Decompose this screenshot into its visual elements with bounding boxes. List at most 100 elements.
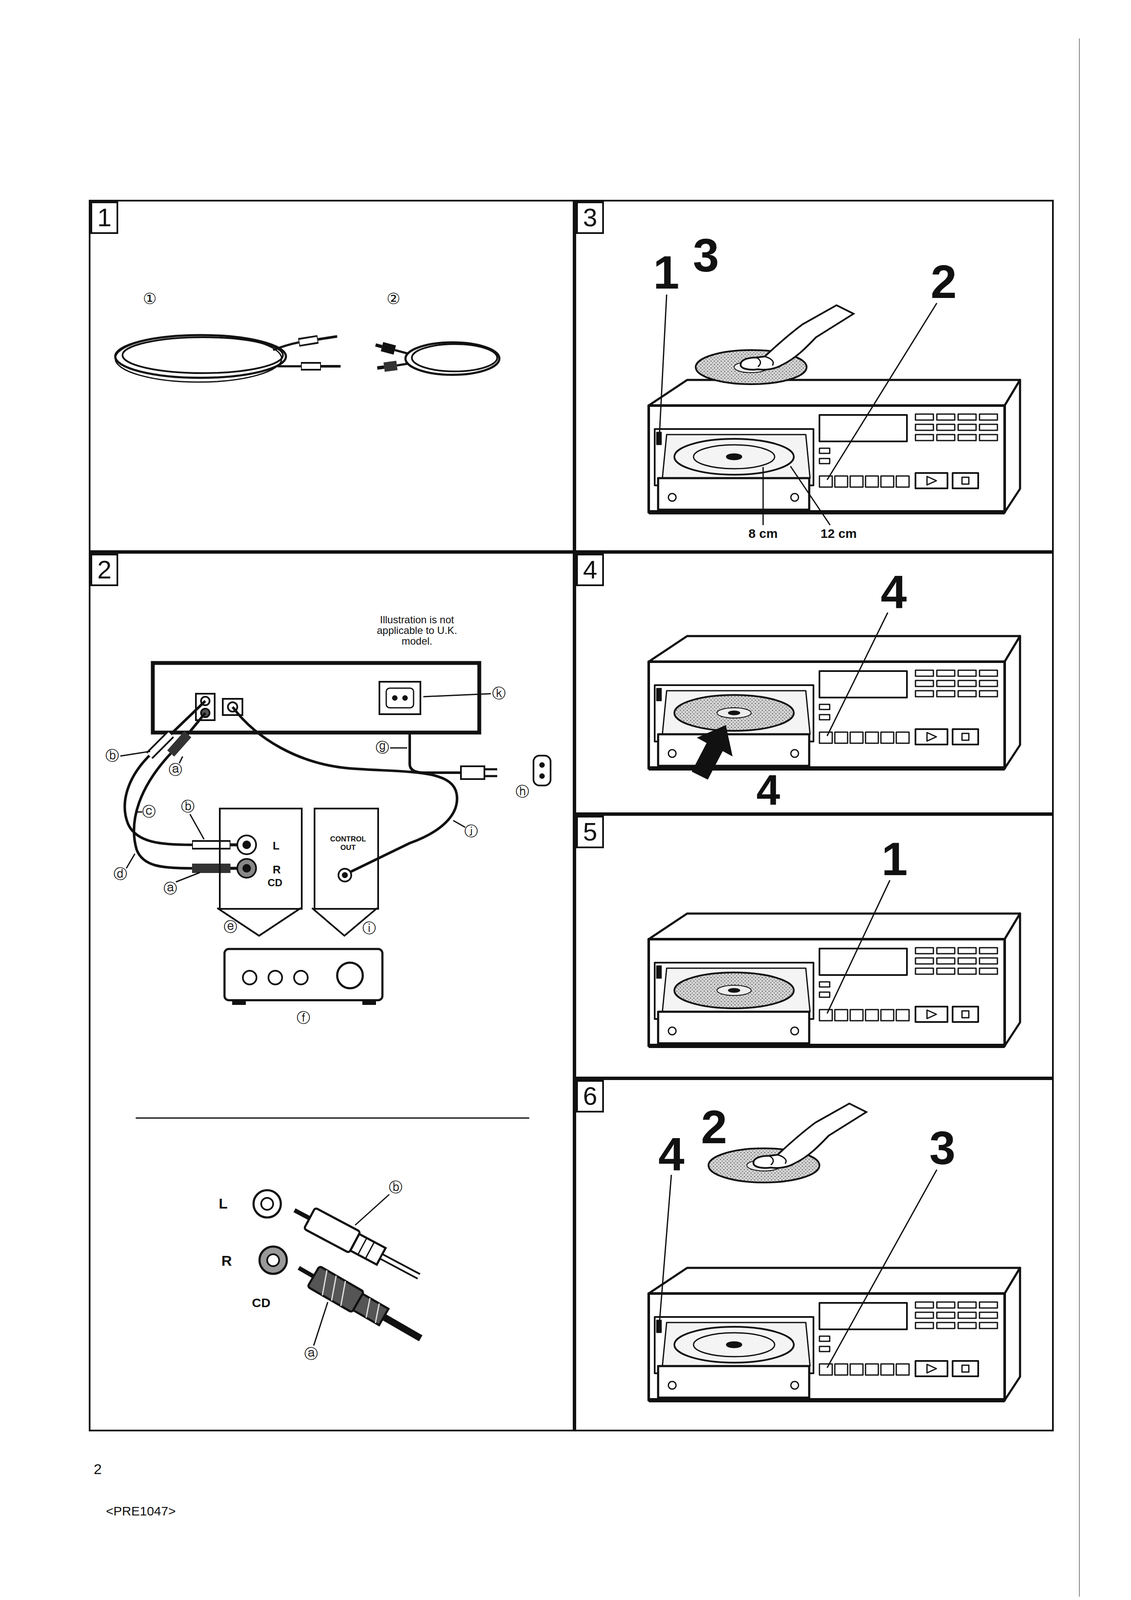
panel-number: 3 xyxy=(576,201,604,234)
step-panel: 4 xyxy=(574,551,1054,814)
connection-illustration xyxy=(232,706,458,872)
connection-illustration xyxy=(152,662,480,733)
cable-illustration xyxy=(301,363,321,369)
cable-illustration xyxy=(300,361,321,371)
step-panel: 2LRCDCONTROL OUT xyxy=(88,551,575,1432)
connection-illustration xyxy=(539,773,545,779)
open-tray-illustration xyxy=(648,913,1021,1046)
load-disc-illustration xyxy=(648,379,1021,513)
connection-illustration xyxy=(120,662,551,1349)
connection-illustration xyxy=(267,1253,280,1266)
dimension-label: 12 cm xyxy=(820,526,857,541)
connection-illustration xyxy=(120,751,151,756)
connection-illustration xyxy=(253,1189,281,1218)
part-letter: ⓑ xyxy=(105,748,120,764)
jack-label: CD xyxy=(267,877,283,888)
connection-illustration xyxy=(259,1246,287,1274)
panel-number: 2 xyxy=(90,553,119,586)
load-disc-illustration xyxy=(740,305,854,370)
connection-illustration xyxy=(170,700,206,735)
part-letter: ⓖ xyxy=(375,740,390,755)
connection-illustration xyxy=(379,681,421,715)
cable-illustration xyxy=(273,342,299,350)
connection-illustration xyxy=(338,868,352,882)
open-tray-illustration xyxy=(674,972,794,1009)
note-text: Illustration is not applicable to U.K. m… xyxy=(372,614,462,647)
connection-illustration xyxy=(268,970,283,985)
connection-illustration xyxy=(230,843,238,847)
connection-illustration xyxy=(381,1256,420,1277)
connection-illustration xyxy=(402,695,408,701)
cable-illustration xyxy=(381,346,395,350)
panel-number: 4 xyxy=(576,553,604,586)
connection-illustration xyxy=(217,907,301,936)
part-letter: ⓗ xyxy=(515,784,530,799)
load-disc-illustration xyxy=(648,294,1021,525)
connection-illustration xyxy=(237,858,257,878)
connection-illustration xyxy=(242,840,251,849)
load-disc-illustration xyxy=(695,305,854,385)
part-letter: ⓐ xyxy=(304,1346,318,1362)
connection-illustration xyxy=(192,841,230,848)
callout-number: 2 xyxy=(930,256,957,307)
part-letter: ⓚ xyxy=(492,686,506,701)
cable-illustration xyxy=(299,339,318,343)
dimension-label: 8 cm xyxy=(748,526,778,541)
load-disc-illustration xyxy=(790,466,831,525)
connection-illustration xyxy=(179,756,183,764)
connection-illustration xyxy=(355,1194,390,1225)
connection-illustration xyxy=(358,1237,375,1259)
load-disc-illustration xyxy=(762,466,764,525)
load-disc-illustration xyxy=(648,379,1021,513)
cable-illustration xyxy=(411,343,498,372)
connection-illustration xyxy=(261,1197,274,1210)
document-code: <PRE1047> xyxy=(105,1504,176,1518)
connection-illustration xyxy=(533,755,551,786)
part-letter: ⓓ xyxy=(113,866,128,882)
jack-label: R xyxy=(272,863,281,875)
jack-label: CD xyxy=(251,1295,271,1310)
cable-illustration xyxy=(115,335,500,382)
connection-illustration xyxy=(135,1117,530,1119)
connection-illustration xyxy=(484,769,498,776)
connection-illustration xyxy=(237,835,257,855)
open-tray-illustration xyxy=(827,880,890,1014)
page-number: 2 xyxy=(93,1461,103,1477)
connection-illustration xyxy=(224,948,383,1000)
cable-illustration xyxy=(317,336,338,340)
cable-illustration xyxy=(277,365,301,368)
connection-illustration xyxy=(187,712,206,735)
step-panel: 6 xyxy=(574,1078,1054,1432)
connection-illustration xyxy=(383,1316,421,1338)
callout-number: 1 xyxy=(652,247,680,298)
jack-label: R xyxy=(221,1253,233,1269)
part-letter: ⓙ xyxy=(464,824,479,839)
connection-illustration xyxy=(175,872,200,882)
part-number: ① xyxy=(142,290,157,307)
callout-number: 2 xyxy=(700,1101,727,1152)
remove-disc-illustration xyxy=(827,1169,937,1368)
connection-illustration xyxy=(149,734,171,756)
connection-illustration xyxy=(230,866,238,870)
part-letter: ⓑ xyxy=(180,799,195,814)
cable-illustration xyxy=(384,365,397,368)
open-tray-illustration xyxy=(648,880,1021,1046)
connection-illustration xyxy=(189,813,205,840)
callout-number: 1 xyxy=(881,833,908,884)
step-panel: 5 xyxy=(574,813,1054,1079)
jack-label: L xyxy=(218,1195,228,1212)
remove-disc-illustration xyxy=(708,1103,867,1183)
connection-illustration xyxy=(311,907,378,936)
open-tray-illustration xyxy=(648,913,1021,1046)
panel-number: 6 xyxy=(576,1079,604,1113)
connection-illustration xyxy=(192,839,231,850)
cable-illustration xyxy=(115,335,282,382)
connection-illustration xyxy=(314,1270,387,1325)
remove-disc-illustration xyxy=(648,1267,1021,1400)
close-tray-illustration xyxy=(692,725,732,779)
callout-number: 4 xyxy=(756,767,781,813)
connection-illustration xyxy=(232,999,246,1005)
